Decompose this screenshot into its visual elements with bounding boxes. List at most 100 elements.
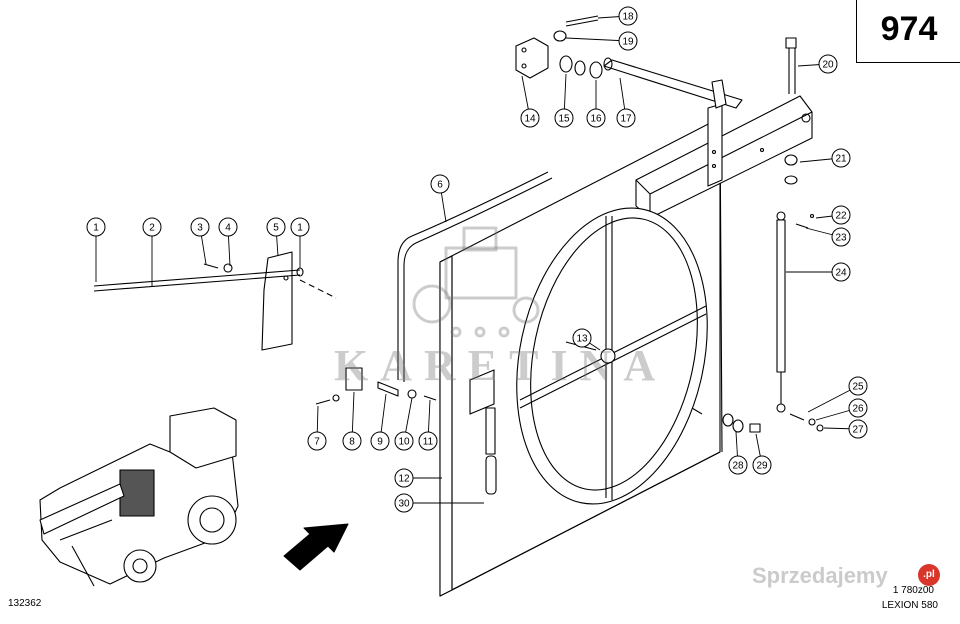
callout-30: 30 <box>394 493 484 513</box>
fan-shroud <box>516 207 708 505</box>
callout-13: 13 <box>572 328 601 351</box>
callout-7: 7 <box>307 405 327 451</box>
callout-circle <box>342 431 362 451</box>
callout-label: 22 <box>835 211 847 222</box>
direction-arrow <box>283 523 349 571</box>
callout-circle <box>394 431 414 451</box>
callout-circle <box>430 174 450 194</box>
callout-24: 24 <box>786 262 851 282</box>
callout-circle <box>572 328 592 348</box>
callout-circle <box>394 468 414 488</box>
callout-18: 18 <box>597 6 638 26</box>
drawing-code-left: 132362 <box>8 598 42 609</box>
callout-4: 4 <box>218 217 238 267</box>
combine-harvester-sketch <box>39 407 239 587</box>
callout-label: 24 <box>835 268 847 279</box>
bolt-20 <box>785 37 797 94</box>
callout-circle <box>831 148 851 168</box>
callout-label: 5 <box>273 223 279 234</box>
callout-9: 9 <box>370 393 390 451</box>
bracket-5 <box>261 251 293 351</box>
callout-label: 29 <box>756 461 768 472</box>
callout-label: 3 <box>197 223 203 234</box>
callout-label: 23 <box>835 233 847 244</box>
callout-circle <box>370 431 390 451</box>
callout-circle <box>831 227 851 247</box>
callout-6: 6 <box>430 174 450 223</box>
callout-20: 20 <box>797 54 838 74</box>
callout-label: 26 <box>852 404 864 415</box>
model-label: LEXION 580 <box>881 600 938 611</box>
callout-label: 8 <box>349 437 355 448</box>
callout-label: 14 <box>524 114 536 125</box>
callout-circle <box>752 455 772 475</box>
callout-12: 12 <box>394 468 442 488</box>
callout-label: 7 <box>314 437 320 448</box>
callout-10: 10 <box>394 397 414 451</box>
callout-22: 22 <box>815 205 851 225</box>
callout-label: 11 <box>423 437 434 448</box>
shaft-17 <box>603 57 743 109</box>
callout-circle <box>190 217 210 237</box>
callout-label: 21 <box>835 154 847 165</box>
callout-circle <box>831 262 851 282</box>
callout-label: 17 <box>620 114 632 125</box>
callout-circle <box>290 217 310 237</box>
callout-circle <box>618 6 638 26</box>
latch-30 <box>469 369 497 495</box>
callout-label: 25 <box>852 382 864 393</box>
callout-circle <box>394 493 414 513</box>
callout-circle <box>307 431 327 451</box>
callout-label: 1 <box>297 223 303 234</box>
site-watermark: Sprzedajemy <box>752 563 888 588</box>
callout-17: 17 <box>616 77 636 128</box>
callout-label: 19 <box>622 37 634 48</box>
callout-circle <box>218 217 238 237</box>
callout-label: 30 <box>398 499 410 510</box>
callout-label: 1 <box>93 223 99 234</box>
callout-11: 11 <box>418 399 438 451</box>
callout-25: 25 <box>807 376 868 413</box>
callout-circle <box>418 431 438 451</box>
callout-29: 29 <box>752 433 772 475</box>
page-number: 974 <box>880 10 938 48</box>
callout-26: 26 <box>815 398 868 421</box>
callout-15: 15 <box>554 73 574 128</box>
callout-label: 18 <box>622 12 634 23</box>
callout-1: 1 <box>290 217 310 268</box>
callout-label: 12 <box>398 474 410 485</box>
callout-27: 27 <box>823 419 868 439</box>
callout-circle <box>831 205 851 225</box>
callout-5: 5 <box>266 217 286 257</box>
callout-16: 16 <box>586 80 606 128</box>
callout-circle <box>554 108 574 128</box>
callout-label: 6 <box>437 180 443 191</box>
callout-circle <box>586 108 606 128</box>
callout-label: 13 <box>576 334 588 345</box>
callout-label: 15 <box>558 114 570 125</box>
callout-label: 10 <box>398 437 410 448</box>
seal-strip-6 <box>397 171 549 380</box>
callout-label: 9 <box>377 437 383 448</box>
page-number-box: 974 <box>856 0 960 63</box>
callout-label: 2 <box>149 223 155 234</box>
watermark-tractor <box>412 226 540 338</box>
callout-circle <box>86 217 106 237</box>
gas-strut-24 <box>776 211 786 413</box>
callout-circle <box>848 419 868 439</box>
clamp-14 <box>515 37 549 79</box>
callout-label: 28 <box>732 461 744 472</box>
callout-3: 3 <box>190 217 210 265</box>
callout-2: 2 <box>142 217 162 286</box>
callout-8: 8 <box>342 391 362 451</box>
callout-19: 19 <box>565 31 638 51</box>
callout-label: 20 <box>822 60 834 71</box>
callout-circle <box>266 217 286 237</box>
callout-circle <box>848 398 868 418</box>
callout-circle <box>618 31 638 51</box>
site-badge: .pl <box>918 564 940 586</box>
callout-leader <box>565 37 629 42</box>
